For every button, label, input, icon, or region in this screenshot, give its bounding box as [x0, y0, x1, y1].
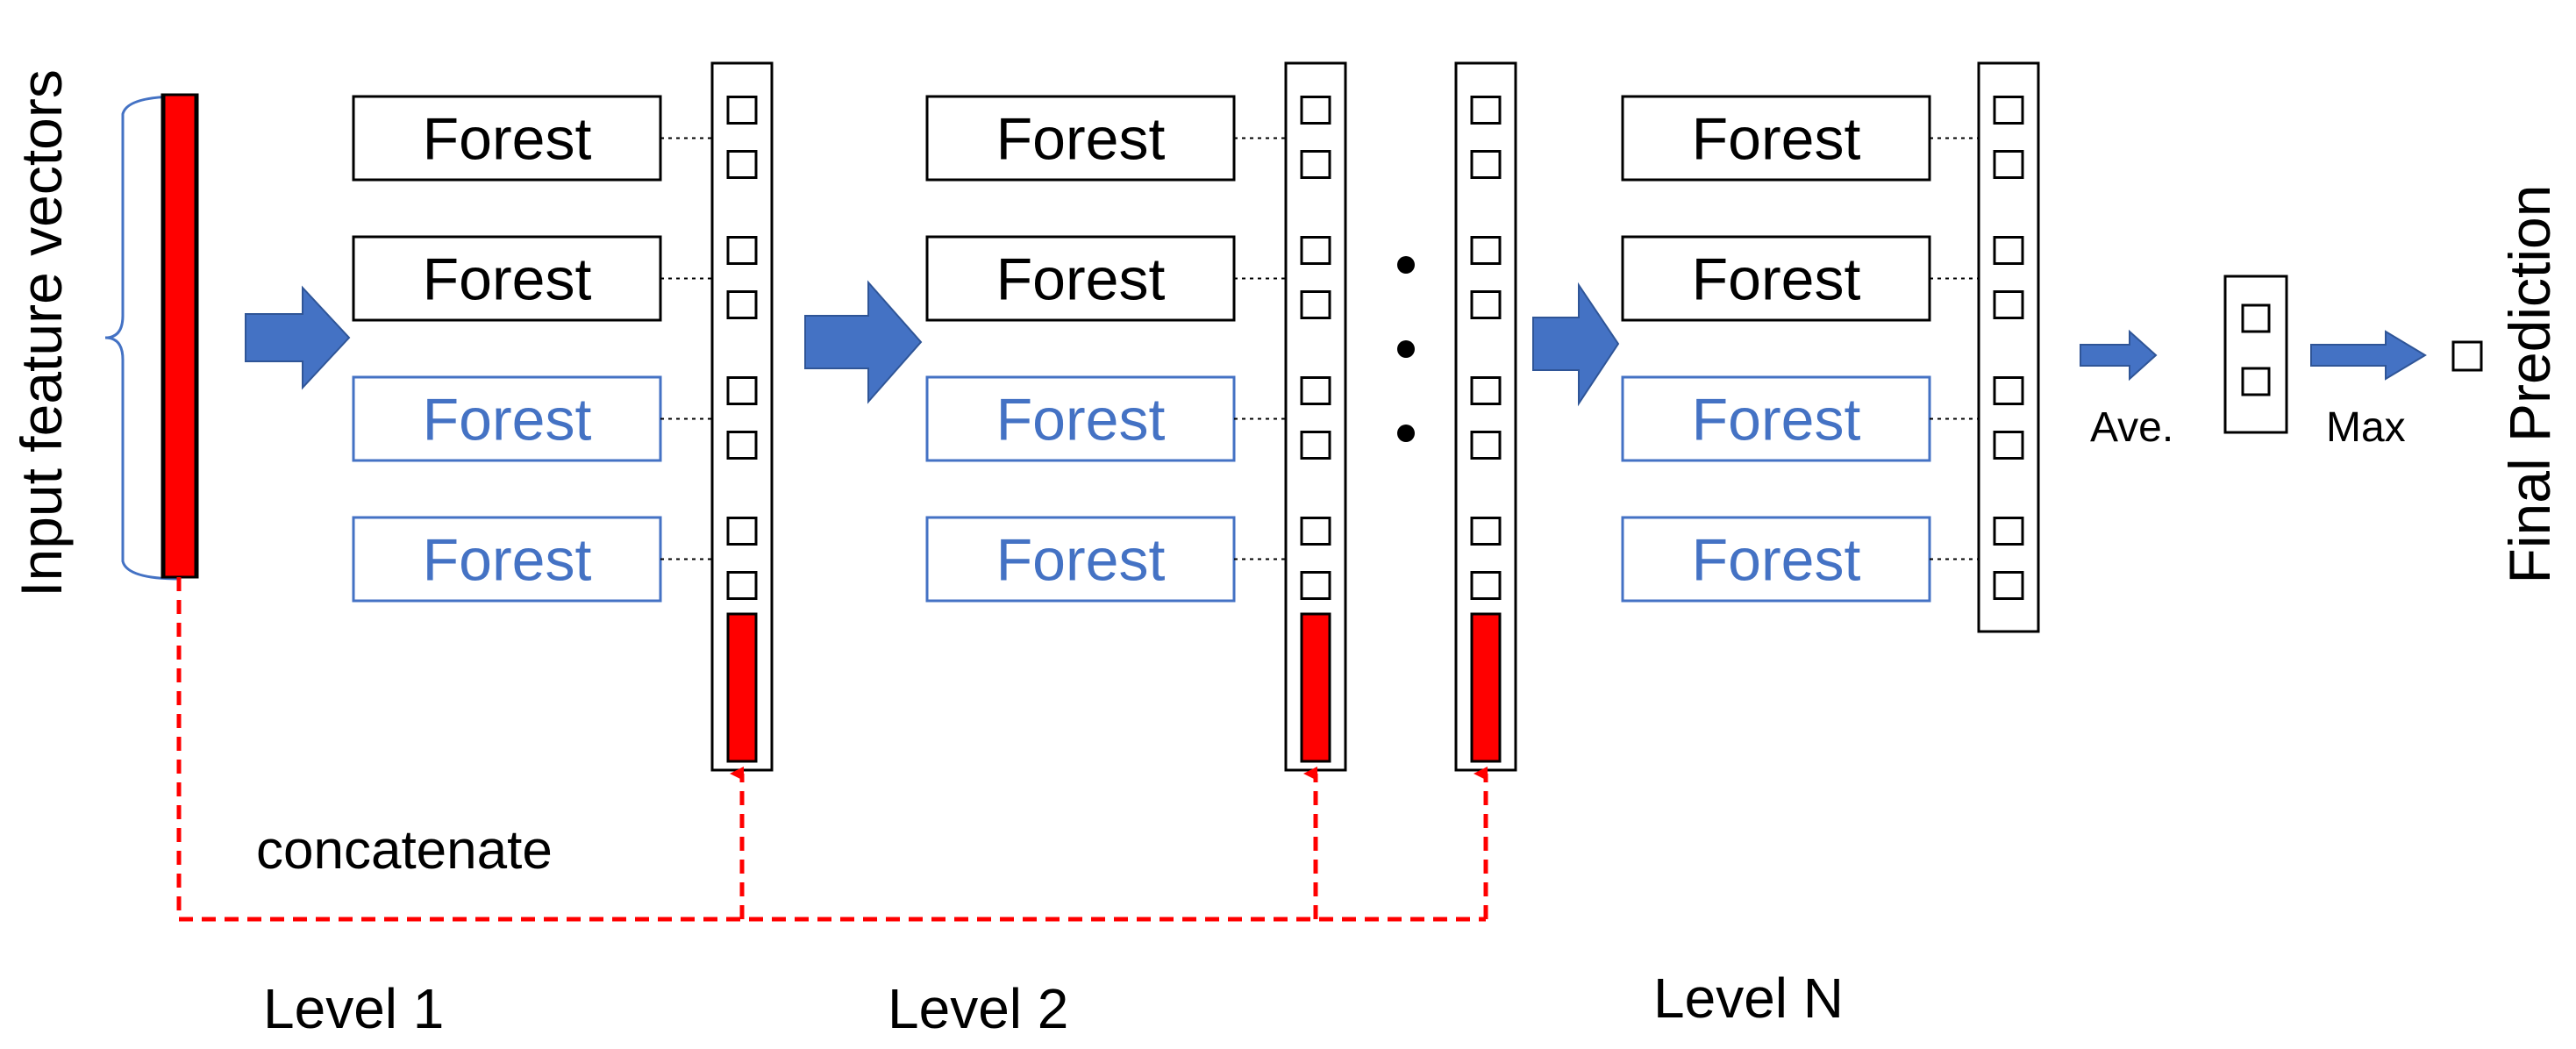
class-prob-cell: [1470, 376, 1502, 405]
class-prob-cell: [1470, 290, 1502, 319]
class-prob-cell: [1993, 376, 2024, 405]
feature-vector-block: [726, 612, 758, 763]
class-prob-cell: [1300, 517, 1331, 546]
final-prediction-label: Final Prediction: [2497, 185, 2562, 584]
forest-box: [1621, 235, 1931, 322]
forest-node: Forest: [352, 235, 662, 322]
class-prob-cell: [726, 290, 758, 319]
forest-box: [925, 95, 1236, 182]
concatenate-label: concatenate: [256, 820, 553, 881]
concatenate-line: [176, 577, 1486, 922]
class-prob-cell: [1993, 571, 2024, 600]
forest-node: Forest: [1621, 516, 1931, 603]
class-prob-cell: [1470, 431, 1502, 460]
forest-label: Forest: [423, 106, 592, 173]
class-prob-cell: [726, 376, 758, 405]
class-prob-cell: [1300, 96, 1331, 125]
class-prob-cell: [726, 236, 758, 265]
ellipsis-dot: [1397, 340, 1415, 358]
stage-arrow-1: [245, 285, 351, 390]
class-prob-cell: [1993, 517, 2024, 546]
forest-node: Forest: [1621, 235, 1931, 322]
feature-vector-block: [1470, 612, 1502, 763]
input-brace: [104, 95, 181, 581]
class-prob-cell: [1993, 150, 2024, 179]
class-prob-cell: [726, 517, 758, 546]
class-prob-cell: [1470, 96, 1502, 125]
forest-node: Forest: [925, 375, 1236, 462]
forest-label: Forest: [996, 106, 1166, 173]
class-prob-cell: [1993, 236, 2024, 265]
class-prob-cell: [726, 431, 758, 460]
input-vector-red: [162, 93, 197, 579]
class-prob-cell: [1300, 376, 1331, 405]
forest-label: Forest: [1692, 387, 1861, 453]
forest-label: Forest: [1692, 527, 1861, 594]
forest-node: Forest: [352, 516, 662, 603]
stage-arrow-2: [804, 280, 923, 404]
forest-label: Forest: [423, 246, 592, 313]
average-vector-box: [2223, 275, 2288, 434]
forest-node: Forest: [1621, 375, 1931, 462]
forest-box: [352, 516, 662, 603]
forest-node: Forest: [352, 95, 662, 182]
ellipsis-dot: [1397, 425, 1415, 442]
class-prob-cell: [1470, 517, 1502, 546]
forest-box: [1621, 375, 1931, 462]
class-prob-cell: [1470, 236, 1502, 265]
forest-box: [352, 375, 662, 462]
class-prob-cell: [726, 150, 758, 179]
class-prob-cell: [1300, 571, 1331, 600]
class-prob-cell: [1300, 150, 1331, 179]
max-label: Max: [2326, 404, 2406, 451]
forest-node: Forest: [925, 95, 1236, 182]
class-prob-cell: [1470, 571, 1502, 600]
forest-label: Forest: [1692, 246, 1861, 313]
ellipsis-dot: [1397, 256, 1415, 274]
forest-node: Forest: [1621, 95, 1931, 182]
average-arrow: [2080, 329, 2158, 382]
forest-label: Forest: [996, 246, 1166, 313]
forest-label: Forest: [423, 527, 592, 594]
forest-box: [925, 516, 1236, 603]
level-n-label: Level N: [1653, 967, 1844, 1030]
forest-box: [925, 235, 1236, 322]
level-1-label: Level 1: [263, 977, 444, 1040]
max-arrow: [2310, 330, 2427, 381]
final-prediction-cell: [2451, 340, 2483, 372]
forest-label: Forest: [1692, 106, 1861, 173]
average-label: Ave.: [2090, 404, 2173, 451]
average-cell: [2241, 303, 2271, 333]
class-prob-cell: [1300, 236, 1331, 265]
average-cell: [2241, 367, 2271, 396]
class-prob-cell: [726, 571, 758, 600]
forest-node: Forest: [925, 235, 1236, 322]
level-2-label: Level 2: [888, 977, 1068, 1040]
class-prob-cell: [1993, 96, 2024, 125]
forest-node: Forest: [925, 516, 1236, 603]
forest-box: [925, 375, 1236, 462]
augmented-vector-column: [1454, 61, 1517, 772]
forest-label: Forest: [996, 387, 1166, 453]
forest-label: Forest: [996, 527, 1166, 594]
class-prob-cell: [1300, 290, 1331, 319]
stage-arrow-3: [1532, 282, 1620, 407]
input-feature-label: Input feature vectors: [9, 69, 74, 597]
feature-vector-block: [1300, 612, 1331, 763]
class-vector-column: [1977, 61, 2040, 633]
concatenate-connections: [176, 577, 1488, 922]
class-prob-cell: [1470, 150, 1502, 179]
class-prob-cell: [726, 96, 758, 125]
class-prob-cell: [1300, 431, 1331, 460]
forest-node: Forest: [352, 375, 662, 462]
forest-label: Forest: [423, 387, 592, 453]
class-prob-cell: [1993, 290, 2024, 319]
forest-box: [352, 95, 662, 182]
class-prob-cell: [1993, 431, 2024, 460]
